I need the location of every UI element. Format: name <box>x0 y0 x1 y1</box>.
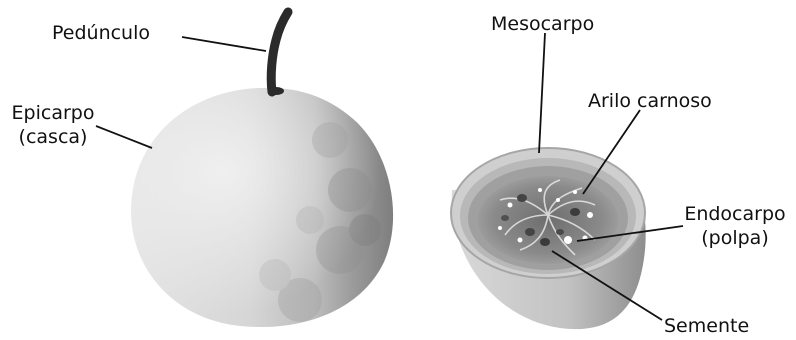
label-peduncle: Pedúnculo <box>52 21 150 45</box>
label-endocarp-line1: Endocarpo <box>674 202 796 226</box>
label-epicarp: Epicarpo (casca) <box>5 101 101 149</box>
pulp-cavity <box>478 176 618 264</box>
cut-fruit <box>451 148 646 329</box>
leader-peduncle <box>182 37 266 51</box>
label-epicarp-line2: (casca) <box>5 125 101 149</box>
stem <box>271 12 288 92</box>
label-endocarp: Endocarpo (polpa) <box>674 202 796 250</box>
leader-epicarp <box>96 126 152 148</box>
label-mesocarp: Mesocarpo <box>491 12 594 36</box>
label-seed: Semente <box>664 314 749 338</box>
label-aril: Arilo carnoso <box>588 89 712 113</box>
label-epicarp-line1: Epicarpo <box>5 101 101 125</box>
label-endocarp-line2: (polpa) <box>674 226 796 250</box>
leader-mesocarp <box>539 33 545 153</box>
whole-fruit <box>131 12 393 327</box>
